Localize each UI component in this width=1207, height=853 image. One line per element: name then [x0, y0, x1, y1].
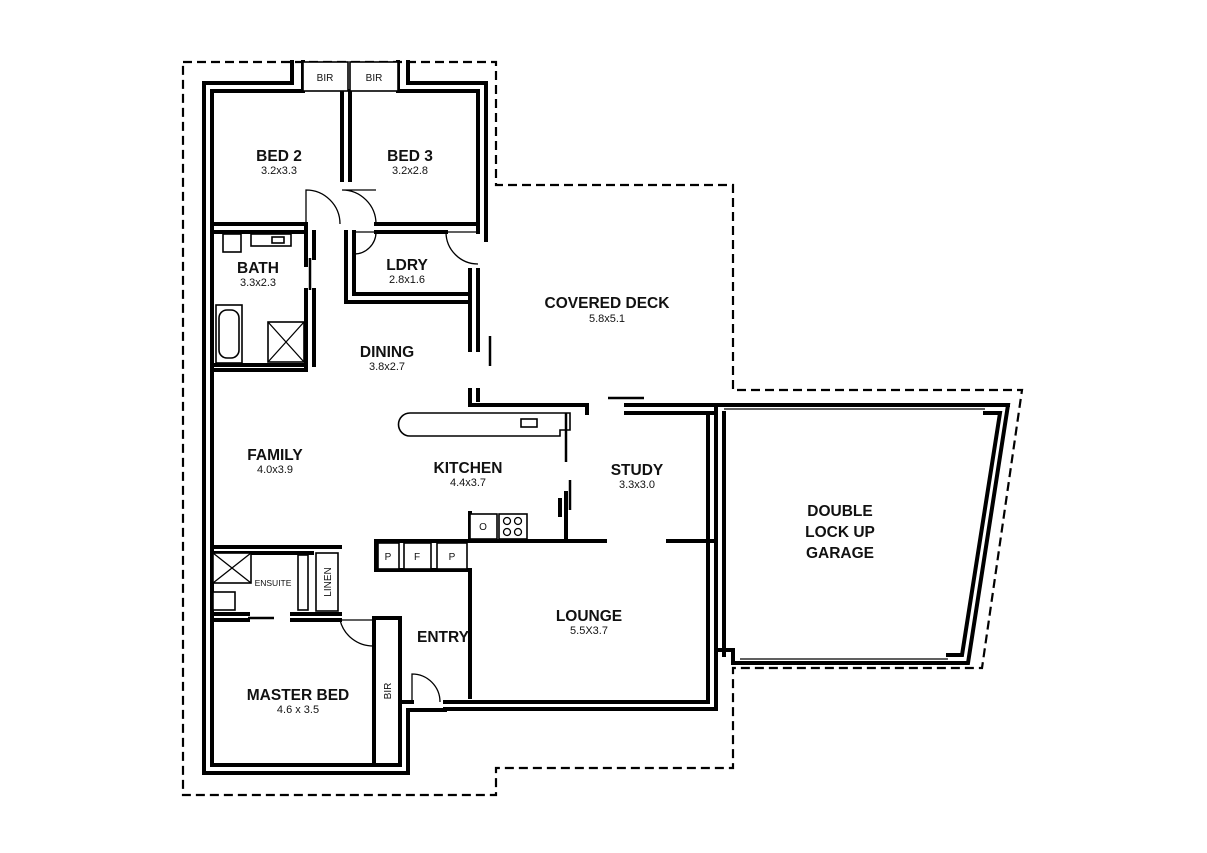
family-title: FAMILY	[247, 447, 303, 464]
bath-wall-right-lower	[304, 288, 316, 372]
garage-title-line2: LOCK UP	[805, 524, 875, 541]
cooktop-burner-4	[513, 527, 523, 537]
pantry-2-label: P	[449, 552, 456, 563]
bed2-title: BED 2	[256, 148, 302, 165]
ensuite-wall-top	[210, 545, 342, 555]
bed3-dimension: 3.2x2.8	[392, 165, 428, 177]
pantry-1	[377, 542, 400, 570]
bath-vanity	[250, 233, 292, 247]
pantry-1-label: P	[385, 552, 392, 563]
ldry-door-right	[445, 231, 479, 265]
kitchen-wall-right	[558, 491, 568, 543]
entry-title: ENTRY	[417, 629, 470, 646]
garage-walls-outer	[714, 403, 1011, 665]
roof-outline-house	[181, 60, 1024, 797]
master-bir-label: BIR	[383, 683, 394, 700]
bath-shower-cross	[267, 321, 305, 363]
cooktop	[498, 513, 528, 540]
cooktop-burner-1	[502, 516, 512, 526]
oven-label: O	[479, 522, 487, 533]
outer-wall-house-outer	[202, 60, 718, 775]
kitchen-island-sink	[520, 418, 538, 428]
ldry-title: LDRY	[386, 257, 428, 274]
family-dimension: 4.0x3.9	[257, 464, 293, 476]
bed3-title: BED 3	[387, 148, 433, 165]
master-bed-dimension: 4.6 x 3.5	[277, 704, 319, 716]
bath-title: BATH	[237, 260, 279, 277]
bed2-door	[305, 189, 341, 225]
bed3-door	[341, 189, 377, 225]
bed2-wall-right	[340, 89, 352, 182]
bath-wall-bottom	[210, 363, 308, 372]
bed2-wall-bottom	[210, 222, 308, 234]
bath-tub-inner	[218, 309, 240, 359]
ensuite-toilet	[212, 591, 236, 611]
ldry-door-left	[353, 231, 377, 255]
linen-cupboard	[315, 552, 339, 612]
bir-bed2-label: BIR	[317, 73, 334, 84]
ensuite-wall-bottom	[210, 612, 342, 622]
fridge	[403, 542, 432, 570]
bir-bed3-label: BIR	[366, 73, 383, 84]
ensuite-shower-cross	[212, 552, 252, 584]
master-door	[339, 619, 375, 647]
kitchen-island	[397, 412, 571, 437]
oven	[469, 513, 498, 540]
bath-dimension: 3.3x2.3	[240, 277, 276, 289]
pantry-2	[436, 542, 468, 570]
bir-bed3	[349, 61, 399, 92]
master-bed-title: MASTER BED	[247, 687, 349, 704]
ldry-dimension: 2.8x1.6	[389, 274, 425, 286]
ensuite-vanity	[297, 554, 309, 611]
bed2-dimension: 3.2x3.3	[261, 165, 297, 177]
bath-toilet	[222, 233, 242, 253]
dining-dimension: 3.8x2.7	[369, 361, 405, 373]
master-bir	[372, 616, 402, 767]
bath-wall-right	[304, 222, 316, 267]
bir-bed2	[302, 61, 349, 92]
study-dimension: 3.3x3.0	[619, 479, 655, 491]
entry-door	[411, 673, 441, 703]
ldry-wall-right	[468, 268, 480, 352]
study-title: STUDY	[611, 462, 664, 479]
lounge-dimension: 5.5X3.7	[570, 625, 608, 637]
kitchen-bench-top	[468, 388, 589, 415]
kitchen-title: KITCHEN	[434, 460, 503, 477]
garage-title-line3: GARAGE	[806, 545, 874, 562]
fridge-label: F	[414, 552, 420, 563]
garage-walls-inner	[722, 411, 1003, 657]
ldry-walls	[344, 230, 472, 304]
lounge-title: LOUNGE	[556, 608, 622, 625]
cooktop-burner-2	[513, 516, 523, 526]
linen-label: LINEN	[323, 567, 334, 596]
bed3-wall-bottom	[374, 222, 480, 234]
ensuite-label: ENSUITE	[255, 578, 292, 588]
covered-deck-title: COVERED DECK	[545, 295, 671, 312]
bath-vanity-basin	[271, 236, 285, 244]
covered-deck-dimension: 5.8x5.1	[589, 313, 625, 325]
cooktop-burner-3	[502, 527, 512, 537]
garage-title-line1: DOUBLE	[807, 503, 872, 520]
dining-title: DINING	[360, 344, 414, 361]
kitchen-dimension: 4.4x3.7	[450, 477, 486, 489]
